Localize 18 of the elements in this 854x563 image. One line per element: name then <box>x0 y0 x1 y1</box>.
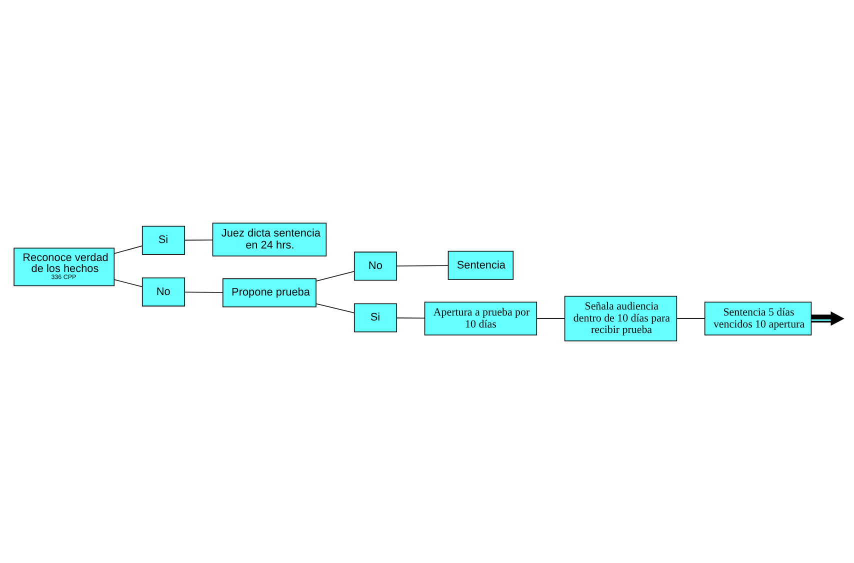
connector <box>184 291 224 292</box>
node-box: Sentencia <box>448 250 514 280</box>
node-box: No <box>354 251 397 280</box>
node-box: Propone prueba <box>222 278 316 307</box>
connector <box>114 245 143 254</box>
node-box: Sentencia 5 días vencidos 10 apertura <box>704 301 812 335</box>
node-box: Señala audiencia dentro de 10 días para recibir prueba <box>564 295 678 341</box>
node-box: Juez dicta sentencia en 24 hrs. <box>212 222 327 256</box>
node-box: No <box>142 277 185 306</box>
connector <box>316 302 355 313</box>
connector <box>396 264 448 266</box>
connector <box>184 239 213 240</box>
node-box: Si <box>354 302 397 332</box>
node-box: Apertura a prueba por 10 días <box>424 301 538 335</box>
connector <box>114 278 143 287</box>
connector <box>396 317 426 318</box>
connector <box>316 270 355 281</box>
node-box: Si <box>142 225 185 254</box>
